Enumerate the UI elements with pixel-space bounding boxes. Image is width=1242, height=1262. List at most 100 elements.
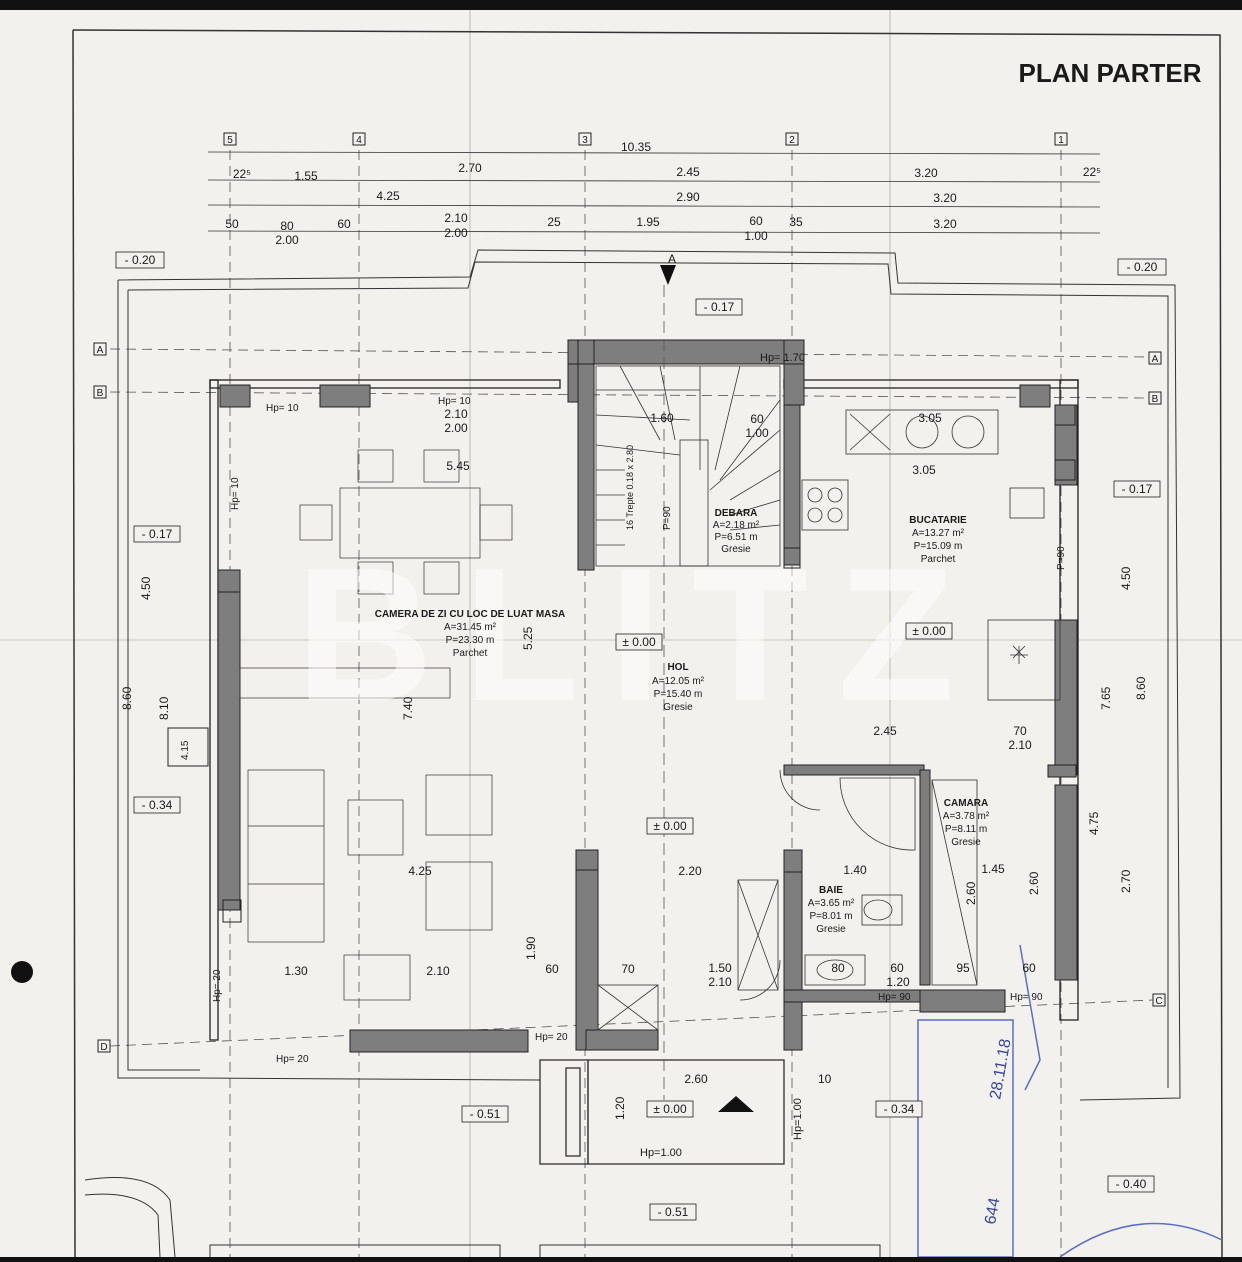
dim: 22⁵ [233, 167, 251, 181]
door-label: P=90 [1056, 546, 1067, 570]
height-label: Hp= 10 [230, 477, 241, 510]
dim: 4.25 [408, 864, 432, 878]
dim: 80 [280, 219, 294, 233]
dim: 1.20 [886, 975, 910, 989]
dim: 3.20 [933, 191, 957, 205]
dim: 4.50 [1119, 566, 1133, 590]
axis-markers [223, 132, 1068, 146]
entrance-arrow-icon [718, 1096, 754, 1112]
axis-5: 5 [227, 135, 233, 146]
dim: 3.20 [914, 166, 938, 180]
axis-a-left: A [97, 345, 104, 356]
room-name: BUCATARIE [909, 515, 967, 526]
dim: 2.45 [873, 724, 897, 738]
room-area: A=12.05 m² [652, 676, 705, 687]
level-label: - 0.51 [470, 1107, 501, 1121]
dim: 95 [956, 961, 970, 975]
level-label: - 0.17 [704, 300, 735, 314]
dim: 2.45 [676, 165, 700, 179]
dim: 35 [789, 215, 803, 229]
binder-hole [11, 961, 33, 983]
dim: 8.10 [157, 696, 171, 720]
axis-2: 2 [789, 135, 795, 146]
dim: 70 [1013, 724, 1027, 738]
dim: 22⁵ [1083, 165, 1101, 179]
room-perimeter: P=8.01 m [809, 911, 852, 922]
room-area: A=31.45 m² [444, 622, 497, 633]
dim: 1.20 [613, 1096, 627, 1120]
height-label: Hp=1.00 [792, 1098, 804, 1140]
dim: 25 [547, 215, 561, 229]
room-baie: BAIE A=3.65 m² P=8.01 m Gresie [808, 885, 855, 935]
room-camara: CAMARA A=3.78 m² P=8.11 m Gresie [943, 798, 990, 848]
dim: 4.25 [376, 189, 400, 203]
room-name: CAMARA [944, 798, 988, 809]
room-debara: DEBARA A=2.18 m² P=6.51 m Gresie [713, 508, 760, 555]
dim: 4.50 [139, 576, 153, 600]
dim: 2.60 [684, 1072, 708, 1086]
room-bucatarie: BUCATARIE A=13.27 m² P=15.09 m Parchet [909, 515, 967, 565]
dim: 2.10 [708, 975, 732, 989]
room-name: CAMERA DE ZI CU LOC DE LUAT MASA [375, 609, 566, 620]
dim: 1.95 [636, 215, 660, 229]
dim: 4.15 [180, 740, 191, 760]
height-label: Hp= 20 [212, 969, 223, 1002]
room-perimeter: P=15.40 m [654, 689, 703, 700]
bath-fixtures [597, 769, 978, 1031]
height-label: Hp=1.00 [640, 1147, 682, 1159]
height-label: Hp= 20 [276, 1054, 309, 1065]
dim: 1.00 [745, 426, 769, 440]
dim: 50 [225, 217, 239, 231]
height-label: Hp= 10 [438, 396, 471, 407]
level-boxes [115, 251, 1167, 1221]
room-perimeter: P=8.11 m [945, 824, 987, 835]
dim: 60 [337, 217, 351, 231]
staircase [595, 365, 781, 567]
room-area: A=2.18 m² [713, 520, 760, 531]
room-name: HOL [667, 662, 688, 673]
dim: 5.25 [521, 626, 535, 650]
dim: 60 [750, 412, 764, 426]
dim: 2.10 [444, 407, 468, 421]
dim: 3.05 [912, 463, 936, 477]
height-label: Hp= 90 [878, 992, 911, 1003]
dim: 8.60 [1134, 676, 1148, 700]
level-label: - 0.17 [1122, 482, 1153, 496]
height-label: Hp= 10 [266, 403, 299, 414]
stairs-label: 16 Trepte 0.18 x 2.80 [625, 445, 635, 530]
dim: 2.00 [444, 226, 468, 240]
dim: 7.65 [1099, 686, 1113, 710]
dim: 8.60 [120, 686, 134, 710]
room-perimeter: P=6.51 m [714, 532, 757, 543]
room-area: A=13.27 m² [912, 528, 965, 539]
dim: 80 [831, 961, 845, 975]
room-living: CAMERA DE ZI CU LOC DE LUAT MASA A=31.45… [375, 609, 566, 659]
dim: 5.45 [446, 459, 470, 473]
dim: 2.70 [1119, 869, 1133, 893]
top-dimension-lines [207, 151, 1101, 234]
dim: 2.00 [444, 421, 468, 435]
dim: 1.45 [981, 862, 1005, 876]
room-hol: HOL A=12.05 m² P=15.40 m Gresie [652, 662, 705, 713]
axis-b-right: B [1152, 394, 1159, 405]
room-perimeter: P=15.09 m [914, 541, 963, 552]
axis-a-right: A [1152, 354, 1159, 365]
level-label: - 0.17 [142, 527, 173, 541]
room-floor: Parchet [453, 648, 488, 659]
level-label: - 0.40 [1116, 1177, 1147, 1191]
dim: 2.90 [676, 190, 700, 204]
dim: 2.70 [458, 161, 482, 175]
dim: 10 [818, 1072, 832, 1086]
dim: 7.40 [401, 696, 415, 720]
level-label: - 0.51 [658, 1205, 689, 1219]
dim: 2.60 [1027, 871, 1041, 895]
room-perimeter: P=23.30 m [446, 635, 495, 646]
axis-3: 3 [582, 135, 588, 146]
room-area: A=3.65 m² [808, 898, 855, 909]
kitchen-fixtures [801, 409, 1061, 701]
room-floor: Gresie [951, 837, 981, 848]
room-name: BAIE [819, 885, 843, 896]
dim: 2.20 [678, 864, 702, 878]
height-label: Hp= 1.70 [760, 352, 805, 364]
